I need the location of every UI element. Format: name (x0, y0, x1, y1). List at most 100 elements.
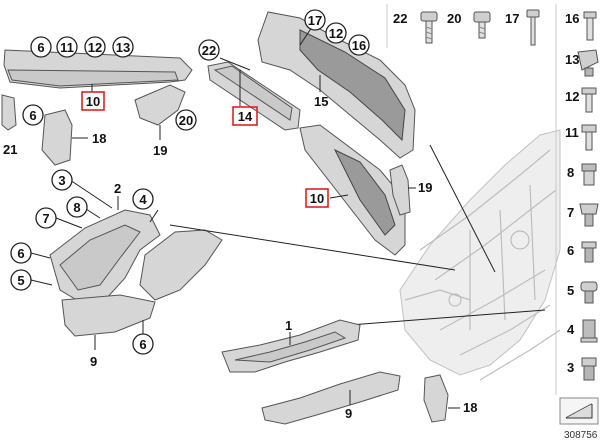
callout-number: 10 (310, 191, 324, 206)
callout-6b: 6 (22, 104, 44, 126)
plug-icon (580, 319, 598, 343)
legend-symbol-box (559, 397, 599, 425)
callout-number: 9 (90, 354, 97, 369)
fastener-number: 3 (567, 360, 574, 375)
leader-6c (30, 252, 51, 259)
fastener-7: 7 (567, 203, 599, 227)
body-nut-icon (580, 281, 598, 304)
fastener-number: 7 (567, 205, 574, 220)
threaded-stud-icon (583, 11, 597, 41)
part-bracket-18 (41, 109, 88, 166)
diagram-id: 308756 (564, 430, 598, 441)
callout-number: 9 (345, 406, 352, 421)
part-strut-14 (207, 61, 301, 131)
callout-10b: 10 (305, 188, 329, 208)
callout-number: 6 (139, 337, 146, 352)
callout-number: 18 (92, 131, 106, 146)
callout-number: 6 (17, 246, 24, 261)
fastener-number: 6 (567, 243, 574, 258)
callout-9b: 9 (345, 406, 352, 421)
spreader-nut-icon (579, 203, 599, 227)
callout-number: 6 (37, 40, 44, 55)
callout-22a: 22 (198, 39, 220, 61)
flange-screw-icon (581, 87, 597, 113)
part-bracket-19 (389, 164, 416, 216)
callout-11a: 11 (56, 36, 78, 58)
callout-number: 1 (285, 318, 292, 333)
fastener-4: 4 (567, 319, 598, 343)
fastener-number: 11 (565, 125, 579, 140)
connector-left-frame (169, 224, 456, 271)
callout-number: 10 (86, 94, 100, 109)
callout-19a: 19 (153, 143, 167, 158)
callout-number: 12 (329, 26, 343, 41)
callout-number: 19 (153, 143, 167, 158)
callout-9a: 9 (90, 354, 97, 369)
fastener-number: 13 (565, 52, 579, 67)
leader-17 (299, 26, 313, 46)
hex-screw-icon (581, 124, 597, 151)
part-base-9 (61, 294, 156, 350)
callout-13a: 13 (112, 36, 134, 58)
callout-5: 5 (10, 269, 32, 291)
fastener-13: 13 (565, 49, 599, 77)
callout-number: 21 (3, 142, 17, 157)
fastener-number: 20 (447, 11, 461, 26)
leader-8 (85, 208, 101, 219)
callout-number: 14 (238, 109, 253, 124)
part-housing-15 (257, 11, 416, 159)
leader-5 (30, 279, 53, 286)
callout-16a: 16 (348, 34, 370, 56)
callout-18b: 18 (463, 400, 477, 415)
body-frame-outline (399, 129, 561, 381)
callout-number: 18 (463, 400, 477, 415)
callout-number: 12 (88, 40, 102, 55)
callout-6c: 6 (10, 242, 32, 264)
cage-nut-icon (581, 357, 597, 381)
push-clip-icon (581, 241, 597, 263)
callout-number: 8 (73, 200, 80, 215)
callout-12a: 12 (84, 36, 106, 58)
callout-18a: 18 (92, 131, 106, 146)
fastener-number: 8 (567, 165, 574, 180)
callout-number: 4 (139, 192, 147, 207)
part-rail-9 (261, 371, 401, 425)
callout-number: 16 (352, 38, 366, 53)
fastener-number: 17 (505, 11, 519, 26)
callout-8: 8 (66, 196, 88, 218)
part-left-bracket (1, 94, 17, 131)
fastener-5: 5 (567, 281, 598, 304)
callout-6a: 6 (30, 36, 52, 58)
callout-10a: 10 (81, 91, 105, 111)
callout-number: 20 (179, 113, 193, 128)
callout-number: 19 (418, 180, 432, 195)
callout-number: 22 (202, 43, 216, 58)
callout-12b: 12 (325, 22, 347, 44)
callout-number: 17 (308, 13, 322, 28)
part-rail-10 (299, 124, 406, 256)
part-arm-4 (139, 209, 223, 301)
fastener-11: 11 (565, 124, 597, 151)
callout-7: 7 (35, 207, 57, 229)
fastener-6: 6 (567, 241, 597, 263)
callout-6d: 6 (132, 333, 154, 355)
fastener-8: 8 (567, 163, 597, 186)
expanding-rivet-icon (581, 163, 597, 186)
fastener-20: 20 (447, 11, 491, 39)
connector-lower-frame (349, 309, 546, 326)
callout-1: 1 (285, 318, 292, 333)
callout-20b: 20 (175, 109, 197, 131)
fastener-17: 17 (505, 9, 540, 46)
fastener-number: 4 (567, 322, 575, 337)
part-cover-19 (134, 84, 186, 140)
callout-4: 4 (132, 188, 154, 210)
connector-upper-frame (429, 144, 496, 273)
hex-bolt-icon (420, 11, 438, 44)
callout-number: 3 (58, 173, 65, 188)
callout-number: 5 (17, 273, 24, 288)
callout-21: 21 (3, 142, 17, 157)
clip-nut-icon (577, 49, 599, 77)
fastener-number: 22 (393, 11, 407, 26)
